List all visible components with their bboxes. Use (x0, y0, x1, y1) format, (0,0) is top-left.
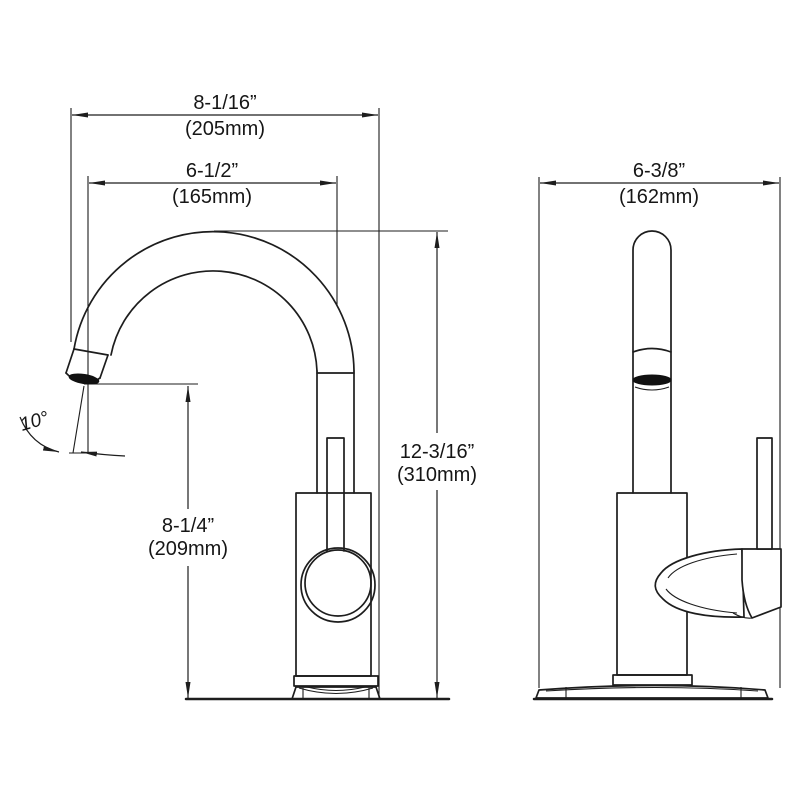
dim-label-spout-height-in: 8-1/4” (162, 515, 214, 537)
handle-lever-front (756, 437, 773, 550)
aerator-right-edge (99, 354, 109, 379)
water-stream-line (72, 385, 85, 454)
aerator-underside-arc (634, 386, 670, 391)
aerator-outlet-front (632, 374, 672, 386)
dim-label-overall-depth-mm: (205mm) (185, 118, 265, 140)
spout-outer-arch (73, 230, 355, 372)
faucet-body-side (295, 492, 372, 677)
front-view-faucet (532, 177, 782, 701)
angle-label: 10° (18, 408, 52, 436)
dim-label-spout-reach-mm: (165mm) (172, 186, 252, 208)
cartridge-cone-inner-curve-bottom (665, 588, 738, 614)
spout-inner-arch (110, 270, 318, 372)
dim-label-front-width-mm: (162mm) (619, 186, 699, 208)
handle-joint-circle-inner (304, 549, 372, 617)
aerator-joint-line (73, 348, 109, 356)
base-flange-side (293, 675, 379, 687)
angle-arc-left (19, 416, 60, 453)
dim-label-overall-height-mm: (310mm) (397, 464, 477, 486)
aerator-outlet (68, 373, 100, 385)
angle-arc-right (80, 451, 126, 457)
base-flange-front (612, 674, 693, 686)
handle-lever-side (326, 437, 345, 552)
dim-label-overall-height-in: 12-3/16” (400, 441, 475, 463)
dim-label-overall-depth-in: 8-1/16” (193, 92, 256, 114)
handle-joint-circle-outer (300, 547, 376, 623)
spout-column-front (632, 230, 672, 494)
escutcheon-front-dome-arc (545, 686, 759, 692)
dim-label-front-width-in: 6-3/8” (633, 160, 685, 182)
aerator-band-arc (632, 347, 672, 353)
side-view-faucet (65, 108, 451, 701)
dimension-annotations: 8-1/16” (205mm) 6-1/2” (165mm) 6-3/8” (1… (18, 92, 779, 698)
cartridge-cone (654, 548, 745, 618)
dim-label-spout-height-mm: (209mm) (148, 538, 228, 560)
handle-hub-front (741, 548, 782, 619)
escutcheon-dome-arc-2 (306, 686, 366, 692)
aerator-left-edge (65, 348, 75, 374)
dim-label-spout-reach-in: 6-1/2” (186, 160, 238, 182)
cartridge-cone-inner-curve-top (667, 553, 738, 579)
escutcheon-dome-arc (298, 687, 374, 694)
handle-hub-bottom-arc (732, 612, 753, 619)
escutcheon-front (535, 684, 769, 699)
